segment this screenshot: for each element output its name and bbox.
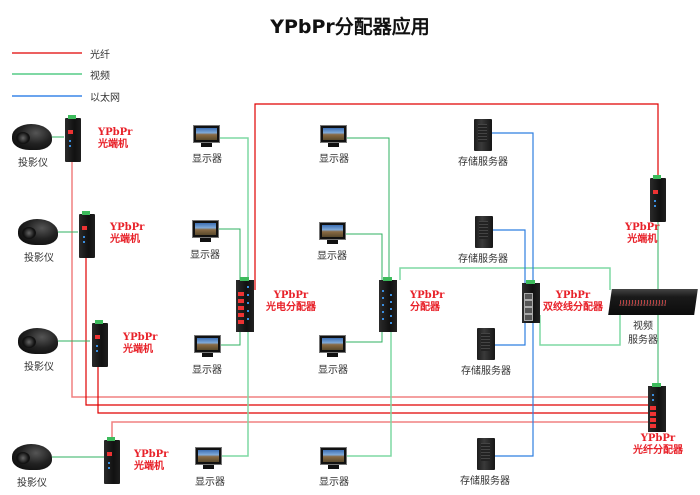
fiber-conv4 (111, 421, 648, 440)
projector-icon (18, 328, 58, 354)
video-server-icon (608, 289, 698, 315)
projector-icon (12, 444, 52, 470)
video-mon8 (347, 320, 392, 457)
video-mon1 (220, 137, 249, 290)
fiber-conv3 (97, 365, 648, 414)
eth-storage3 (495, 322, 526, 346)
legend-fiber: 光纤 (90, 50, 110, 61)
fiber-converter-icon (79, 211, 95, 258)
twisted-pair-splitter-icon (522, 280, 540, 323)
fiber-converter-icon (650, 175, 666, 222)
monitor-icon (319, 335, 346, 357)
projector-label: 投影仪 (17, 478, 47, 489)
monitor-label: 显示器 (319, 477, 349, 488)
monitor-label: 显示器 (192, 365, 222, 376)
video-mon2 (219, 228, 241, 290)
splitter-icon (379, 277, 397, 332)
monitor-label: 显示器 (317, 251, 347, 262)
fiber-converter-icon (65, 115, 81, 162)
fiber-converter-icon (92, 320, 108, 367)
storage-server-label: 存储服务器 (461, 366, 511, 377)
storage-server-icon (477, 438, 495, 470)
projector-icon (18, 219, 58, 245)
projector-label: 投影仪 (24, 253, 54, 264)
storage-server-icon (477, 328, 495, 360)
video-twisted-server (539, 315, 621, 346)
fiber-conv1 (71, 160, 648, 398)
monitor-icon (195, 447, 222, 469)
video-mon6 (346, 233, 383, 280)
monitor-icon (319, 222, 346, 244)
legend-ethernet: 以太网 (90, 93, 120, 104)
monitor-label: 显示器 (195, 477, 225, 488)
diagram-title: YPbPr分配器应用 (270, 16, 430, 38)
fiber-splitter-icon (648, 383, 666, 432)
monitor-icon (320, 125, 347, 147)
monitor-icon (192, 220, 219, 242)
storage-server-label: 存储服务器 (458, 254, 508, 265)
monitor-icon (320, 447, 347, 469)
projector-label: 投影仪 (18, 158, 48, 169)
video-splitter-server (399, 267, 611, 290)
storage-server-icon (474, 119, 492, 151)
video-server-label: 视频服务器 (628, 321, 658, 346)
eth-storage4 (495, 322, 534, 457)
monitor-icon (194, 335, 221, 357)
video-mon7 (346, 320, 383, 343)
storage-server-label: 存储服务器 (460, 476, 510, 487)
monitor-label: 显示器 (319, 154, 349, 165)
fiber-conv2 (85, 255, 648, 406)
storage-server-label: 存储服务器 (458, 157, 508, 168)
optoelectric-splitter-icon (236, 277, 254, 332)
monitor-icon (193, 125, 220, 147)
legend-video: 视频 (90, 71, 110, 82)
projector-icon (12, 124, 52, 150)
fiber-converter-icon (104, 437, 120, 484)
eth-storage2 (492, 229, 526, 285)
video-mon4 (220, 322, 249, 457)
monitor-label: 显示器 (318, 365, 348, 376)
video-mon5 (347, 137, 390, 280)
eth-storage1 (492, 132, 534, 285)
storage-server-icon (475, 216, 493, 248)
projector-label: 投影仪 (24, 362, 54, 373)
monitor-label: 显示器 (190, 250, 220, 261)
fiber-top-loop (254, 103, 659, 290)
monitor-label: 显示器 (192, 154, 222, 165)
